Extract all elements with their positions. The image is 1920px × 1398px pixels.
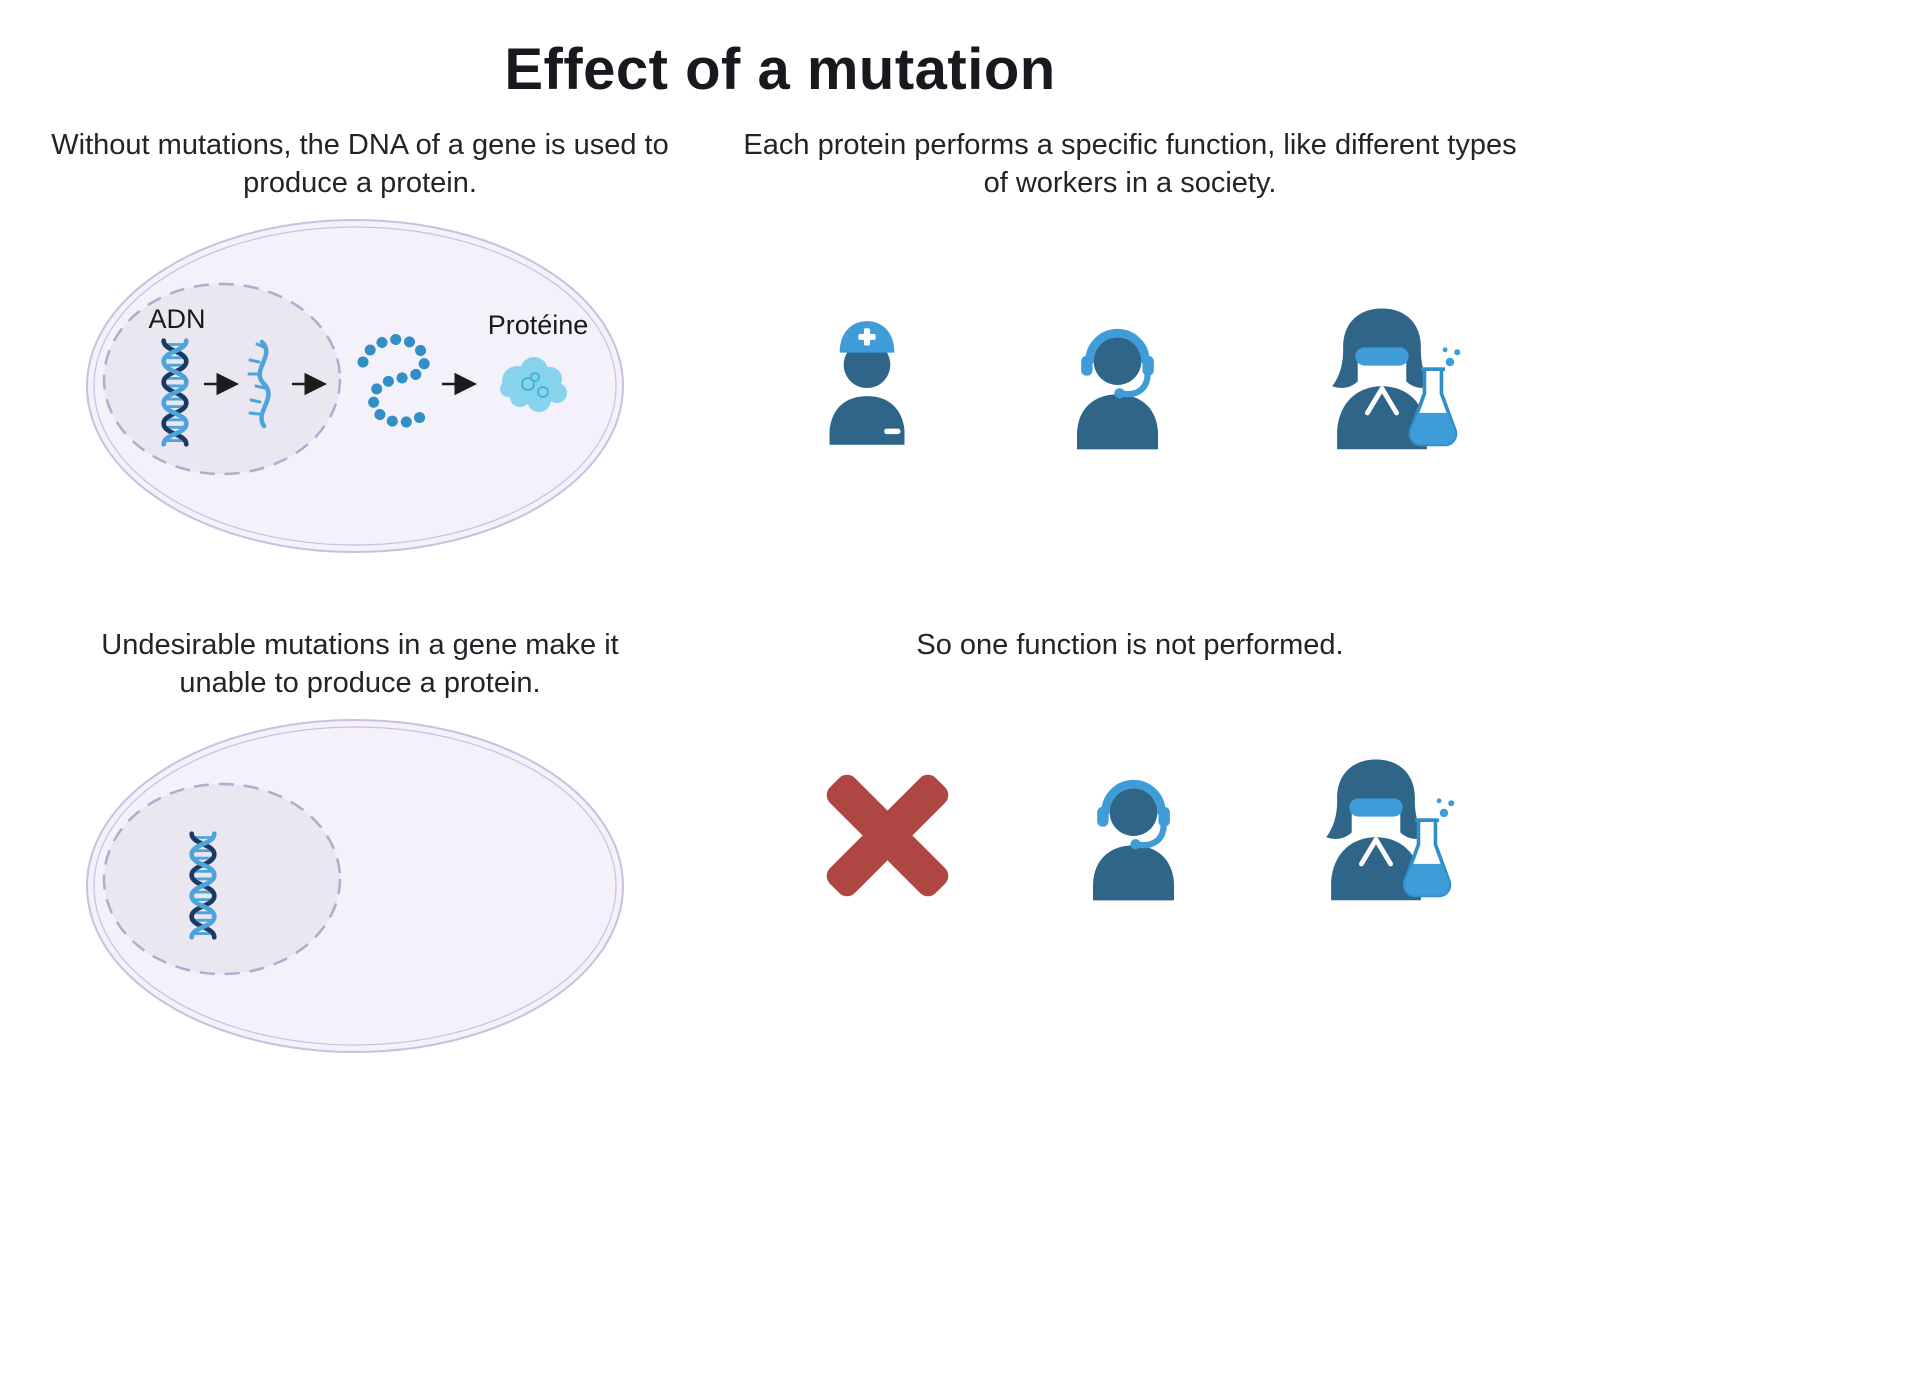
mutated-cell-figure — [80, 714, 640, 1069]
caption-workers: Each protein performs a specific functio… — [743, 129, 1517, 199]
quadrant-missing-function: So one function is not performed. — [710, 627, 1550, 1069]
page-title: Effect of a mutation — [504, 37, 1056, 102]
dna-label: ADN — [148, 304, 205, 334]
quadrant-grid: Without mutations, the DNA of a gene is … — [10, 127, 1550, 1069]
nucleus-icon — [102, 283, 342, 476]
protein-label: Protéine — [488, 310, 589, 340]
caption-normal-cell: Without mutations, the DNA of a gene is … — [51, 129, 669, 199]
scientist-icon — [1297, 745, 1455, 927]
cell-protein-process-icon: ADN — [86, 219, 624, 554]
quadrant-mutated-cell: Undesirable mutations in a gene make it … — [10, 627, 710, 1069]
cell-no-protein-icon — [86, 719, 624, 1054]
support-agent-icon — [1050, 307, 1185, 463]
scientist-icon — [1303, 294, 1461, 476]
mrna-icon — [247, 340, 271, 429]
infographic: Effect of a mutation Without mutations, … — [10, 36, 1550, 1069]
caption-mutated-cell: Undesirable mutations in a gene make it … — [101, 629, 619, 699]
support-agent-icon — [1066, 758, 1201, 914]
missing-function-icon-row — [805, 745, 1455, 927]
quadrant-workers: Each protein performs a specific functio… — [710, 127, 1550, 627]
polypeptide-chain-icon — [357, 334, 430, 429]
quadrant-normal-cell: Without mutations, the DNA of a gene is … — [10, 127, 710, 627]
caption-missing-function: So one function is not performed. — [916, 629, 1344, 661]
worker-icon-row — [800, 294, 1461, 476]
red-cross-icon — [805, 753, 970, 918]
protein-blob-icon — [500, 357, 567, 413]
nucleus-icon — [102, 783, 342, 976]
normal-cell-figure: ADN — [80, 214, 640, 569]
doctor-icon — [800, 309, 932, 461]
